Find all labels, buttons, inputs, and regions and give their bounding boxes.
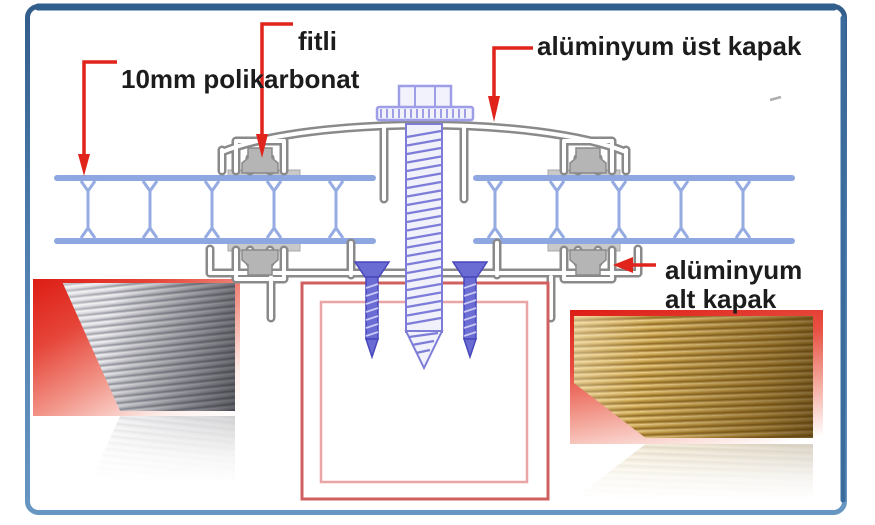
image-border [25,3,847,515]
sheet-reflection [33,416,240,490]
label-bottom-cap-line2: alt kapak [665,284,777,314]
hex-head [397,84,453,110]
label-fitli: fitli [298,26,337,56]
leader-fitli [256,22,293,158]
serrated-washer [375,105,475,122]
photo-inset-bronze-polycarbonate [570,310,823,506]
sheet-reflection [570,444,823,506]
polycarbonate-panel-right [473,175,795,244]
leader-panel [78,60,117,176]
smudge-artifact [769,95,782,102]
polycarbonate-panel-left [54,175,376,244]
label-top-cap: alüminyum üst kapak [537,31,802,61]
leader-bottom-cap [613,257,656,273]
label-panel-thickness: 10mm polikarbonat [121,64,360,94]
side-screw-left [353,261,391,360]
leader-top-cap [488,46,533,122]
central-hex-screw [375,84,475,371]
label-bottom-cap-line1: alüminyum [665,255,802,285]
photo-inset-clear-polycarbonate [33,279,240,491]
side-screw-right [451,261,489,360]
